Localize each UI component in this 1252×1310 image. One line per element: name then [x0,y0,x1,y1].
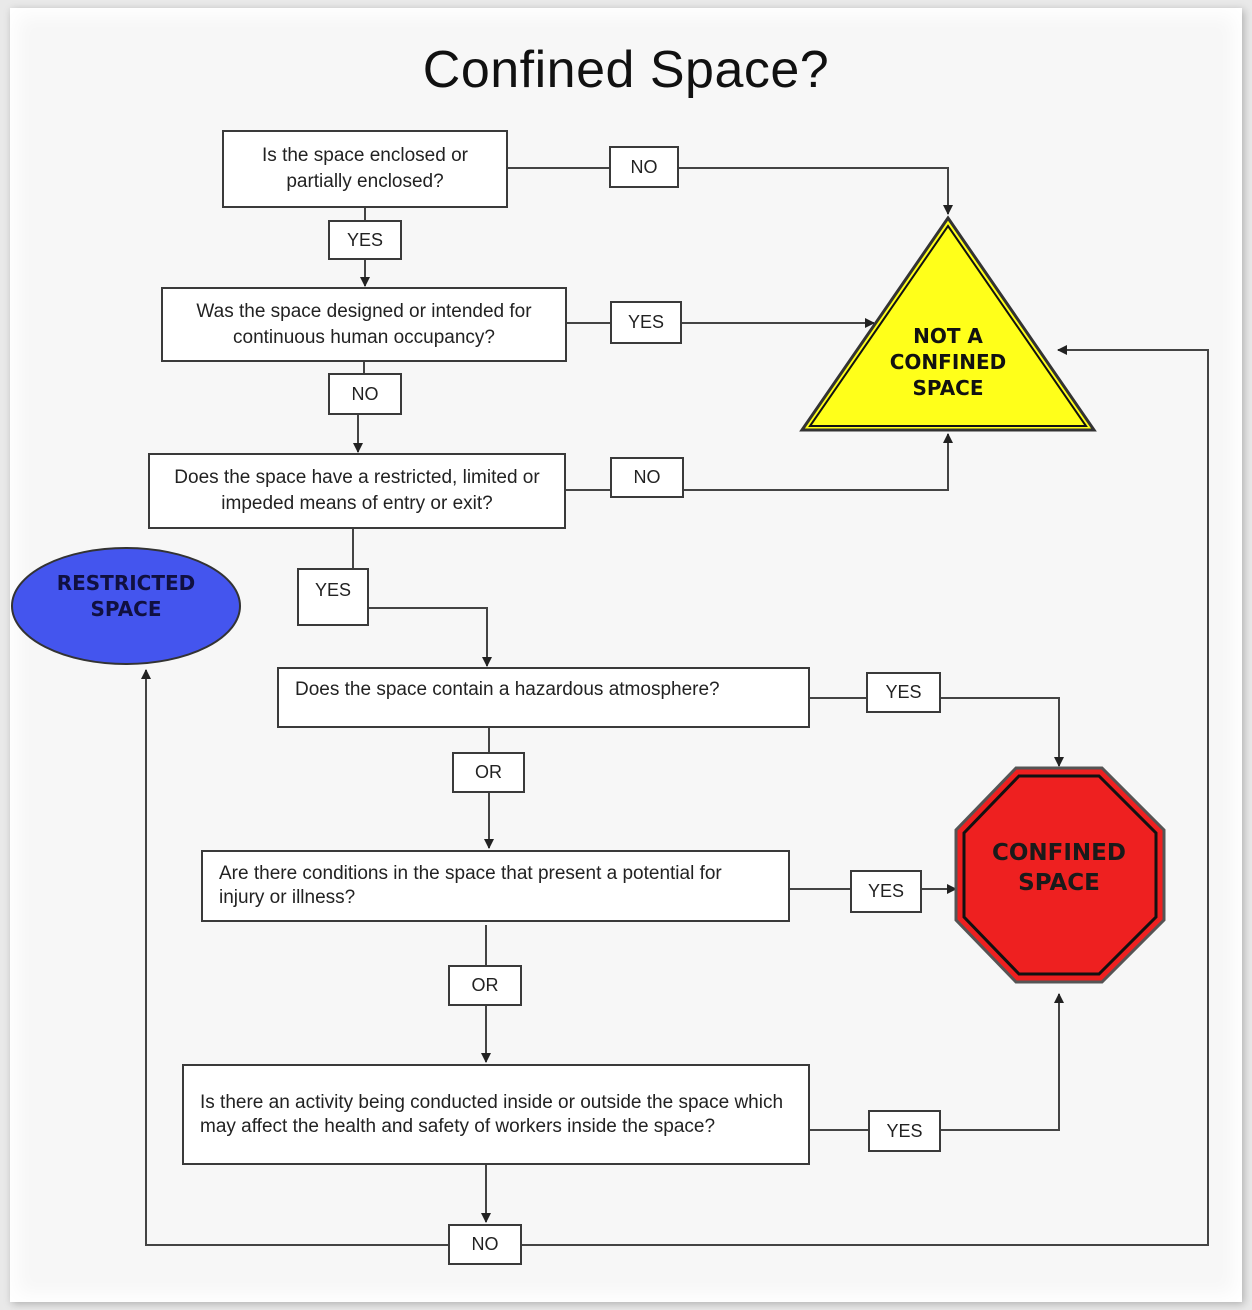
question-enclosed: Is the space enclosed or partially enclo… [222,130,508,208]
restricted-line2: SPACE [90,597,162,621]
label-q6-yes: YES [868,1110,941,1152]
confined-line2: SPACE [1018,870,1100,896]
question-hazardous-atmosphere: Does the space contain a hazardous atmos… [277,667,810,728]
confined-space-octagon-inner [962,774,1158,976]
label-q4-or: OR [452,752,525,793]
not-confined-line2: CONFINED [889,350,1007,374]
q3-yes-connector-b [369,607,492,667]
not-confined-text: NOT A CONFINED SPACE [868,323,1028,401]
label-q2-no: NO [328,373,402,415]
not-confined-triangle-inner [808,224,1088,427]
confined-space-text: CONFINED SPACE [978,838,1140,898]
label-q6-no: NO [448,1224,522,1265]
confined-line1: CONFINED [991,840,1126,866]
question-continuous-occupancy: Was the space designed or intended for c… [161,287,567,362]
q3-no-connector-b [684,433,953,491]
q1-no-connector-b [679,167,953,215]
restricted-space-ellipse [11,547,241,665]
not-confined-line3: SPACE [912,376,984,400]
no-to-not-confined-connector [522,345,1209,1246]
label-q5-yes: YES [850,870,922,913]
label-q1-yes: YES [328,220,402,260]
label-q1-no: NO [609,146,679,188]
not-confined-triangle [799,215,1097,432]
label-q4-yes: YES [866,672,941,713]
not-confined-line1: NOT A [913,324,983,348]
label-q5-or: OR [448,965,522,1006]
restricted-space-text: RESTRICTED SPACE [40,570,212,622]
restricted-line1: RESTRICTED [56,571,196,595]
label-q3-no: NO [610,457,684,498]
no-to-restricted-connector [141,669,448,1246]
question-restricted-entry: Does the space have a restricted, limite… [148,453,566,529]
question-potential-injury: Are there conditions in the space that p… [201,850,790,922]
diagram-title: Confined Space? [422,41,830,99]
question-activity-affecting: Is there an activity being conducted ins… [182,1064,810,1165]
q6-yes-connector-b [941,993,1064,1131]
confined-space-octagon [954,766,1166,984]
q4-yes-connector-b [941,697,1064,767]
label-q3-yes: YES [297,568,369,626]
label-q2-yes: YES [610,301,682,344]
